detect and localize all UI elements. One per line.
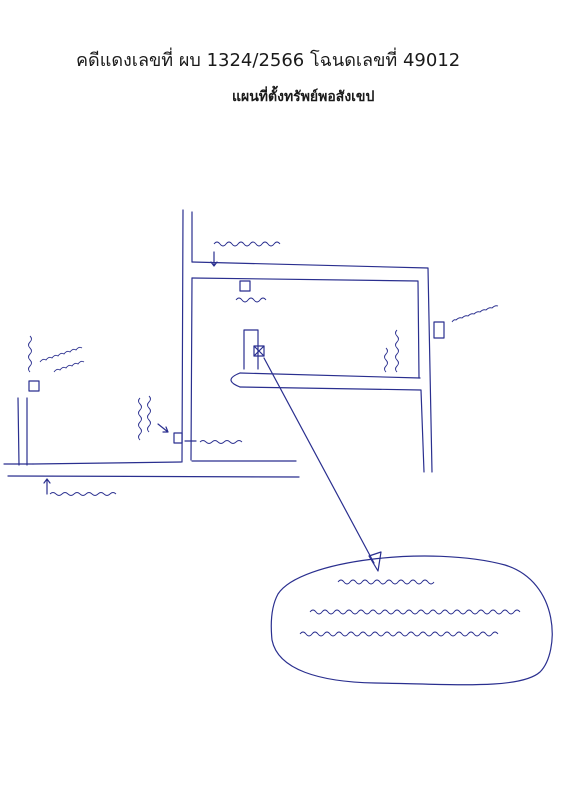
landmark-box-road	[173, 432, 183, 444]
scribble-right-road-2	[395, 329, 399, 373]
leader-arrowhead	[368, 551, 382, 572]
scribble-landmark-top	[235, 297, 267, 303]
inner-vertical-road	[243, 329, 259, 370]
scribble-right-landmark	[451, 305, 499, 323]
top-road-upper-edge	[191, 261, 433, 473]
inner-road-cap	[230, 372, 241, 388]
note-bubble	[270, 555, 553, 686]
landmark-box-top	[239, 280, 251, 292]
pointer-arrow-bottom	[43, 478, 51, 495]
scribble-left-label-1	[28, 335, 32, 373]
landmark-box-left	[28, 380, 40, 392]
lower-road-lower-edge	[7, 475, 300, 478]
scribble-note-line-1	[337, 579, 435, 585]
top-road-lower-edge	[191, 277, 420, 379]
inner-road-upper-edge	[239, 372, 421, 379]
scribble-note-line-2	[309, 609, 521, 615]
pointer-arrow-top	[210, 251, 218, 267]
scribble-right-road-1	[384, 347, 388, 373]
inner-road-lower-edge	[239, 386, 425, 473]
landmark-box-right	[433, 321, 445, 339]
document-subtitle: แผนที่ตั้งทรัพย์พอสังเขป	[232, 89, 375, 105]
scribble-left-vertical-2	[147, 395, 151, 433]
scribble-left-label-2	[39, 346, 83, 363]
main-road-right-edge	[190, 211, 193, 461]
document-title: คดีแดงเลขที่ ผบ 1324/2566 โฉนดเลขที่ 490…	[76, 50, 461, 71]
leader-line	[263, 357, 375, 564]
left-road	[17, 397, 28, 466]
lower-road-upper-edge	[32, 461, 182, 465]
scribble-left-label-3	[53, 360, 85, 373]
scribble-bottom-road	[49, 492, 117, 496]
property-marker	[253, 345, 265, 357]
scribble-road-label	[199, 440, 243, 444]
property-marker-cross	[253, 345, 265, 357]
main-road-left-edge	[181, 209, 184, 463]
scribble-top-road	[213, 241, 281, 247]
scribble-note-line-3	[299, 631, 499, 637]
pointer-arrow-left	[157, 423, 169, 433]
handwritten-annotations	[28, 241, 521, 637]
scribble-left-vertical	[138, 397, 142, 441]
